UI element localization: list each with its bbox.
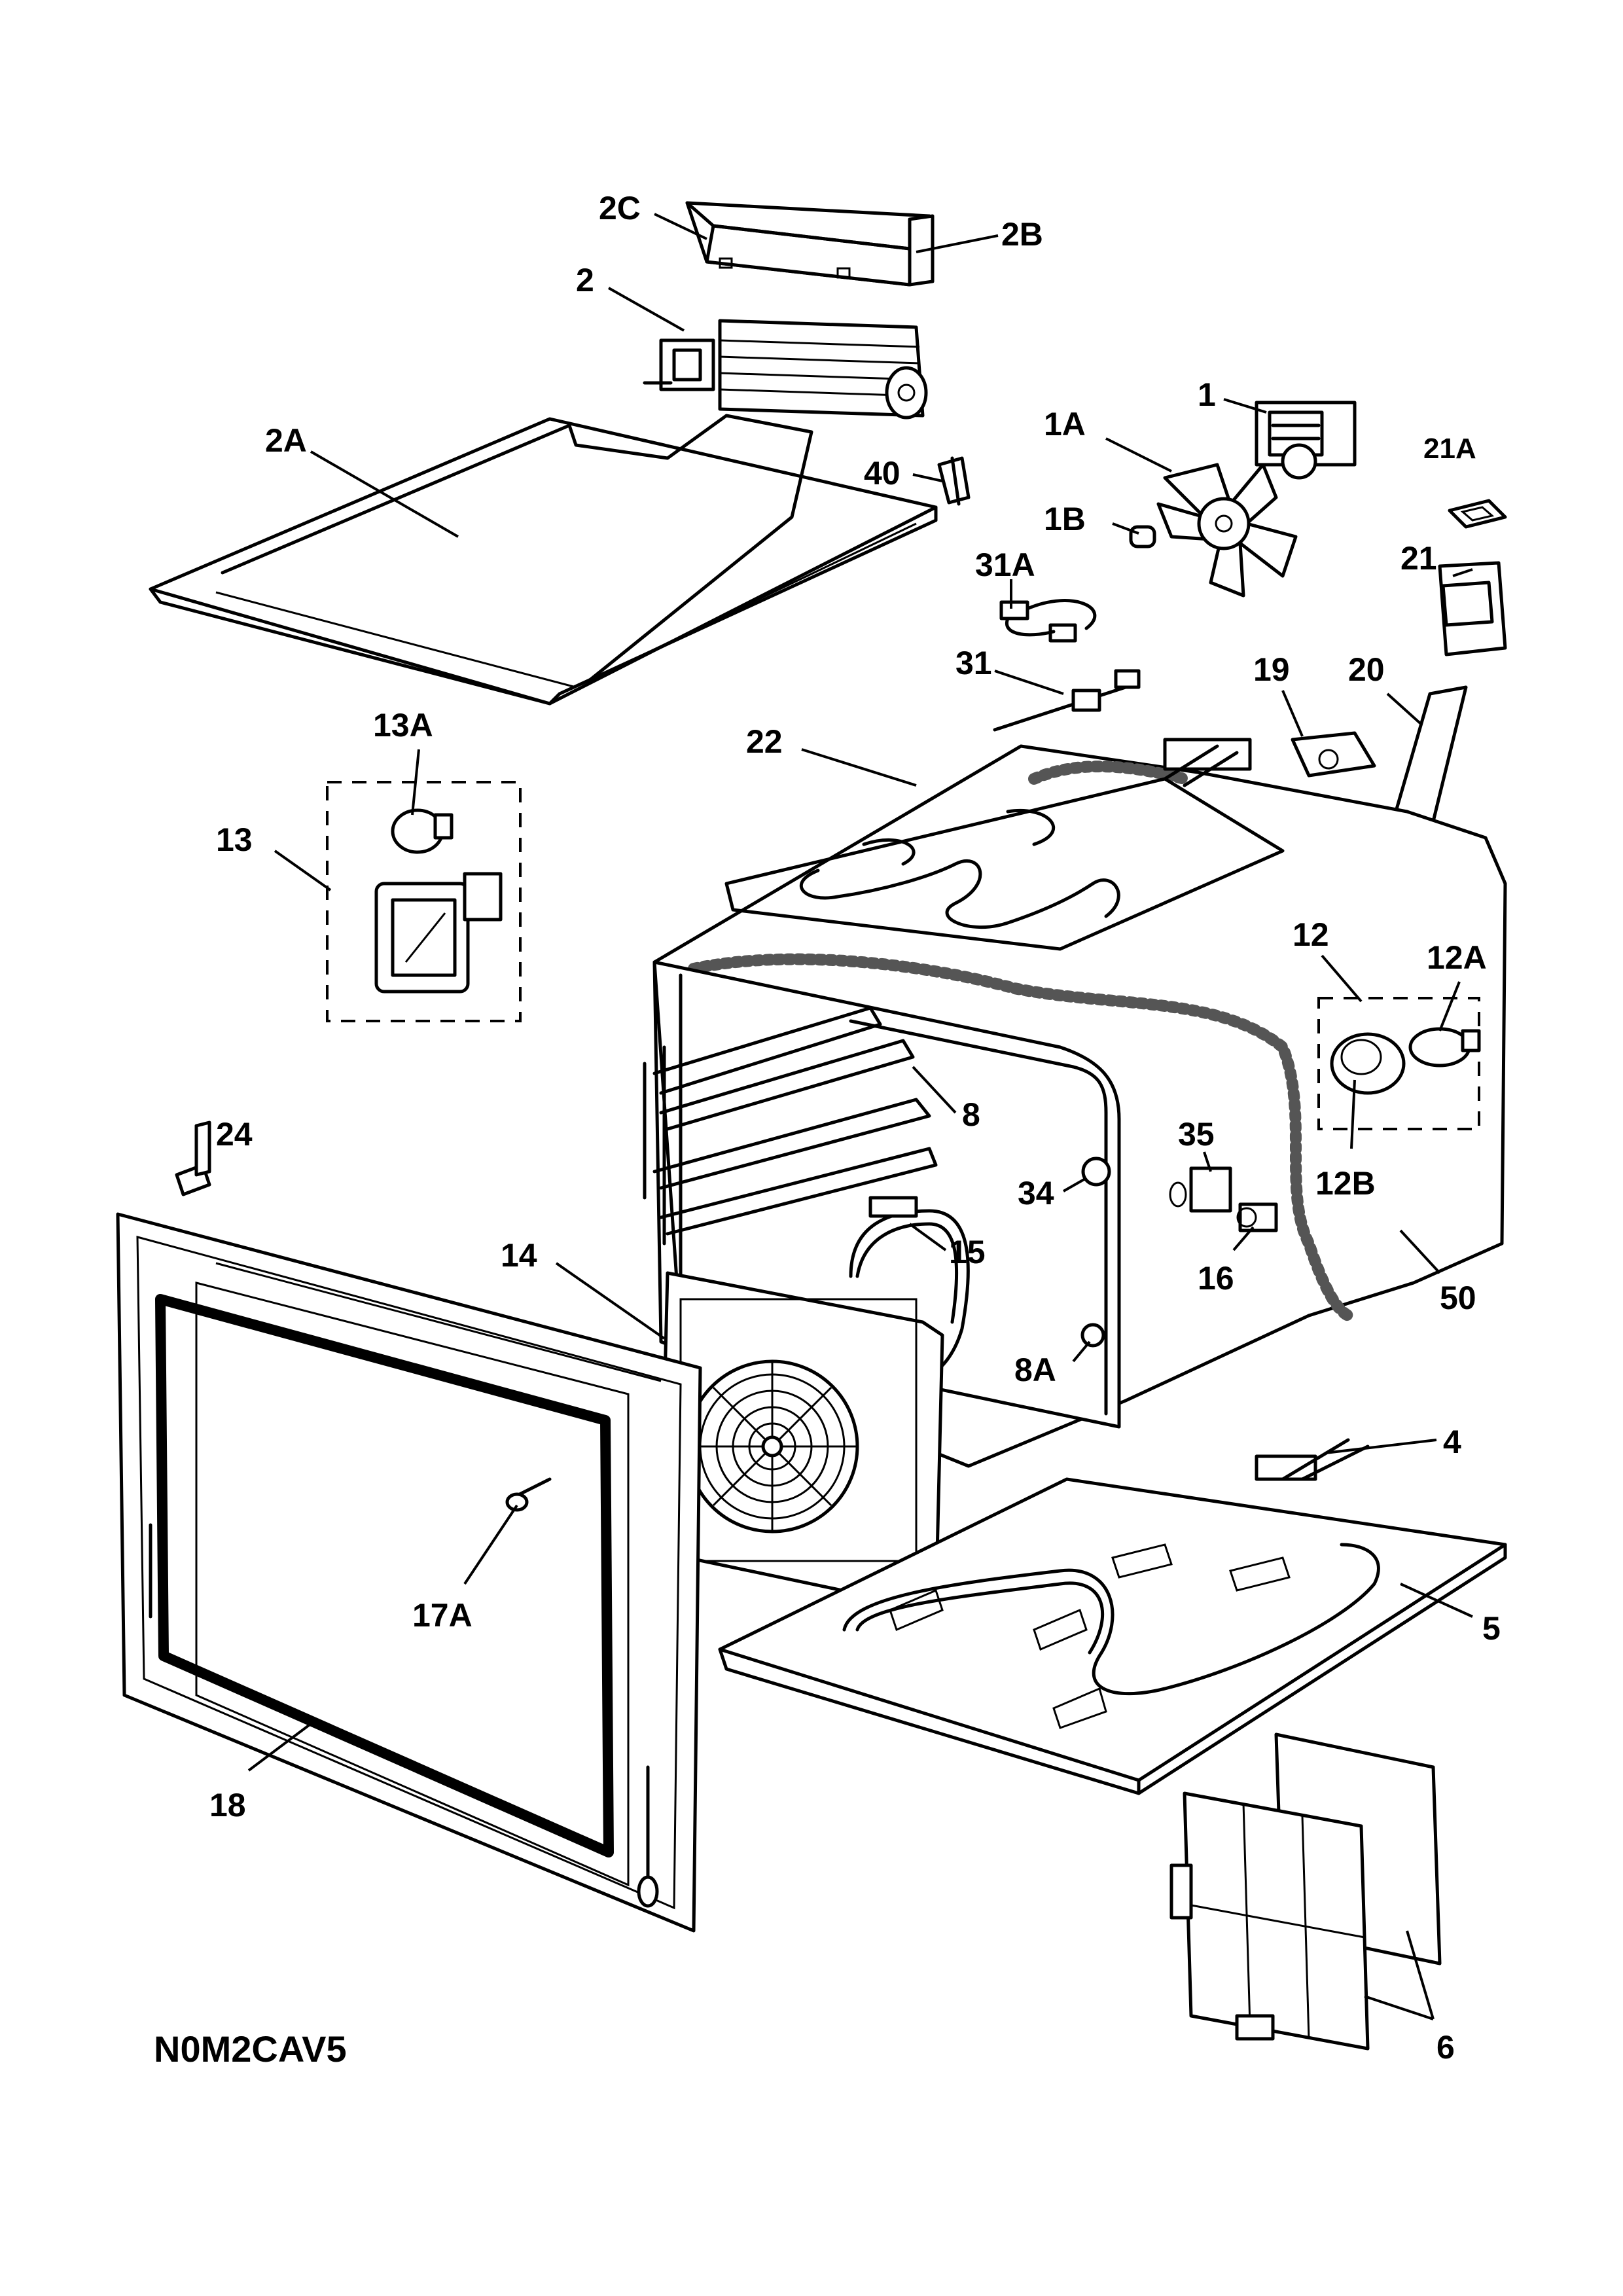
part-17A-screw (505, 1477, 552, 1512)
part-34-switch (1081, 1157, 1111, 1187)
part-8-shelf-rails (643, 1006, 938, 1246)
label-22: 22 (746, 723, 783, 760)
label-8A: 8A (1014, 1352, 1056, 1388)
label-31A: 31A (975, 547, 1035, 583)
part-20-tube (1392, 685, 1468, 823)
part-6-control-box (1169, 1732, 1442, 2051)
leader-lines (247, 213, 1473, 2020)
part-labels: 2C 2B 2 2A 1 1A 1B 21A 40 21 31A 31 19 2… (154, 190, 1501, 2070)
label-17A: 17A (412, 1597, 473, 1634)
label-6: 6 (1436, 2029, 1455, 2066)
label-8: 8 (962, 1096, 980, 1133)
label-5: 5 (1482, 1610, 1501, 1647)
label-1B: 1B (1044, 501, 1086, 537)
part-4-bottom-element (842, 1438, 1380, 1696)
label-18: 18 (209, 1787, 246, 1823)
label-35: 35 (1178, 1116, 1215, 1153)
label-14: 14 (501, 1237, 537, 1274)
label-31: 31 (955, 645, 992, 681)
part-24-bracket (175, 1121, 211, 1196)
label-2A: 2A (265, 422, 307, 459)
part-21-connector (1438, 561, 1507, 656)
part-2C-duct-tray (685, 201, 931, 287)
label-1A: 1A (1044, 406, 1086, 442)
label-4: 4 (1443, 1424, 1461, 1460)
label-21: 21 (1400, 540, 1437, 577)
label-12A: 12A (1427, 939, 1487, 976)
part-8A-plug (1080, 1323, 1105, 1348)
label-16: 16 (1198, 1260, 1234, 1297)
label-13A: 13A (373, 707, 433, 744)
part-18-door-frame (116, 1212, 702, 1933)
label-20: 20 (1348, 651, 1385, 688)
label-12B: 12B (1315, 1165, 1376, 1202)
part-2A-top-cover (149, 414, 938, 706)
label-15: 15 (949, 1234, 986, 1270)
part-31-sensor (993, 669, 1141, 732)
label-24: 24 (216, 1116, 253, 1153)
label-2C: 2C (599, 190, 641, 226)
part-19-terminal (1291, 731, 1376, 778)
label-19: 19 (1253, 651, 1290, 688)
label-2: 2 (576, 262, 594, 298)
part-1-fan-motor (1255, 401, 1357, 480)
label-21A: 21A (1423, 433, 1476, 465)
part-22-grill-element (724, 738, 1285, 951)
part-2-tangential-fan (643, 319, 928, 420)
label-34: 34 (1018, 1175, 1054, 1211)
part-13-lamp-assembly (326, 781, 522, 1022)
part-40-clip (937, 456, 971, 506)
drawing-code: N0M2CAV5 (154, 2028, 347, 2070)
label-12: 12 (1293, 916, 1329, 953)
part-21A-ring (1448, 499, 1507, 529)
part-1A-fan-blade (1156, 463, 1298, 598)
label-40: 40 (864, 455, 901, 492)
part-31A-cable (999, 599, 1097, 643)
label-50: 50 (1440, 1280, 1476, 1316)
label-13: 13 (216, 821, 253, 858)
label-1: 1 (1198, 376, 1216, 413)
part-5-floor-panel (718, 1477, 1507, 1795)
part-1B-nut (1129, 525, 1156, 548)
part-12-side-lamp (1317, 997, 1481, 1130)
label-2B: 2B (1001, 216, 1043, 253)
part-14-fan-cover (659, 1271, 944, 1612)
part-16-thermostat (1236, 1202, 1278, 1232)
